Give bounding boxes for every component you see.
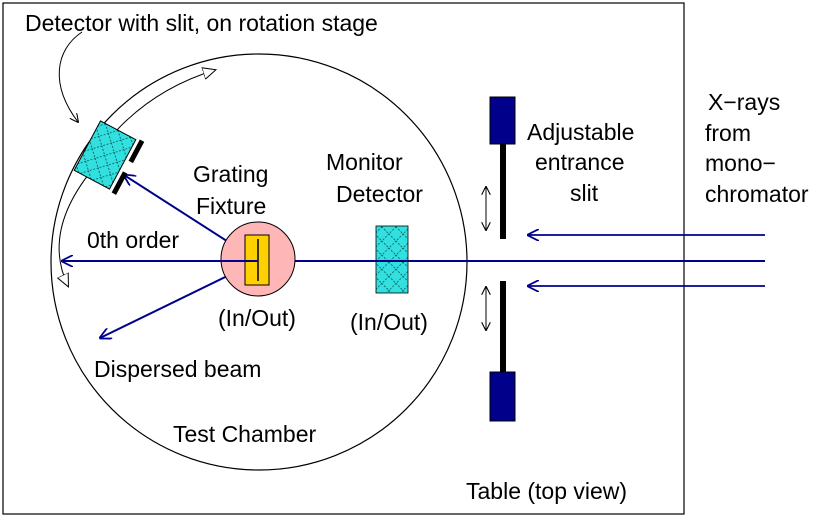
monitor-in-out-label: (In/Out): [350, 309, 428, 335]
grating-label-line2: Fixture: [196, 193, 266, 219]
xray-label-line4: chromator: [705, 181, 809, 207]
test-chamber-label: Test Chamber: [173, 421, 317, 447]
dispersed-beam-label: Dispersed beam: [94, 356, 261, 382]
detector-grid-icon: [73, 120, 145, 195]
grating-label-line1: Grating: [193, 161, 268, 187]
monitor-label-line2: Detector: [336, 181, 423, 207]
table-outline: [2, 2, 685, 515]
slit-label-line2: entrance: [535, 149, 625, 175]
xray-label-line1: X−rays: [708, 89, 780, 115]
slit-label-line3: slit: [570, 180, 599, 206]
zeroth-order-label: 0th order: [87, 227, 179, 253]
slit-label-line1: Adjustable: [527, 119, 634, 145]
monitor-label-line1: Monitor: [326, 149, 403, 175]
slit-upper-block: [489, 96, 516, 145]
detector-label: Detector with slit, on rotation stage: [25, 10, 378, 36]
slit-lower-block: [489, 371, 516, 422]
rotation-arrow-lower: [59, 169, 93, 286]
slit-lower-jaw: [500, 281, 506, 376]
slit-upper-jaw: [500, 144, 506, 239]
rotation-arrow-upper: [107, 70, 215, 141]
table-label: Table (top view): [466, 478, 627, 504]
monitor-detector-grid-icon: [375, 225, 409, 294]
grating-in-out-label: (In/Out): [218, 305, 296, 331]
xray-label-line2: from: [705, 120, 751, 146]
xray-label-line3: mono−: [705, 150, 776, 176]
detector-pointer: [58, 31, 83, 122]
